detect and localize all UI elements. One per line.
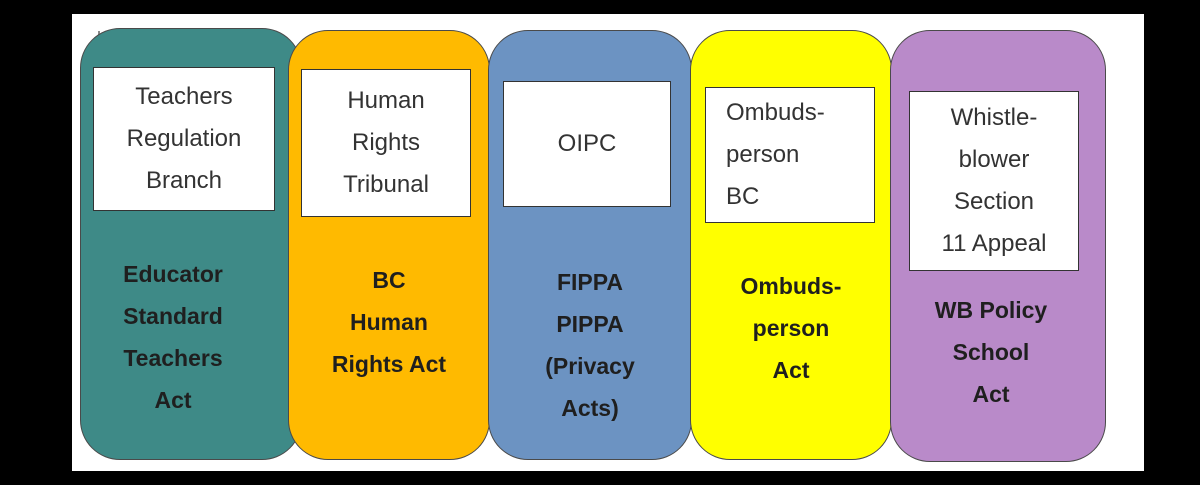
- act-line: Act: [972, 381, 1010, 407]
- card-whistleblower: Whistle- blower Section 11 Appeal WB Pol…: [890, 30, 1106, 462]
- body-line: OIPC: [557, 130, 617, 157]
- act-label: WB Policy School Act: [891, 289, 1091, 415]
- body-line: person: [726, 141, 800, 168]
- body-line: Branch: [145, 167, 223, 194]
- act-label: Educator Standard Teachers Act: [81, 253, 265, 421]
- act-line: Acts): [561, 395, 619, 421]
- body-box: OIPC: [503, 81, 671, 207]
- act-line: Rights Act: [331, 351, 447, 377]
- body-box: Ombuds- person BC: [705, 87, 875, 223]
- card-oipc: OIPC FIPPA PIPPA (Privacy Acts): [488, 30, 692, 460]
- act-line: Educator: [123, 261, 223, 287]
- body-line: Whistle-: [950, 104, 1038, 131]
- act-line: Human: [350, 309, 428, 335]
- body-line: Ombuds-: [726, 99, 825, 126]
- body-line: Human: [347, 87, 425, 114]
- card-ombudsperson: Ombuds- person BC Ombuds- person Act: [690, 30, 892, 460]
- body-line: Tribunal: [343, 171, 429, 198]
- body-line: Teachers: [135, 83, 233, 110]
- act-line: person: [752, 315, 830, 341]
- card-human-rights-tribunal: Human Rights Tribunal BC Human Rights Ac…: [288, 30, 490, 460]
- act-label: Ombuds- person Act: [691, 265, 891, 391]
- body-line: blower: [958, 146, 1030, 173]
- body-box: Teachers Regulation Branch: [93, 67, 275, 211]
- act-line: Ombuds-: [740, 273, 842, 299]
- act-line: Teachers: [123, 345, 223, 371]
- body-line: Rights: [351, 129, 421, 156]
- body-line: BC: [726, 183, 760, 210]
- act-line: WB Policy: [934, 297, 1048, 323]
- body-box: Human Rights Tribunal: [301, 69, 471, 217]
- body-line: Regulation: [126, 125, 242, 152]
- act-line: BC: [372, 267, 406, 293]
- act-line: School: [952, 339, 1030, 365]
- act-line: PIPPA: [556, 311, 624, 337]
- act-label: FIPPA PIPPA (Privacy Acts): [489, 261, 691, 429]
- act-line: Standard: [123, 303, 223, 329]
- act-line: FIPPA: [556, 269, 624, 295]
- act-label: BC Human Rights Act: [289, 259, 489, 385]
- act-line: (Privacy: [545, 353, 635, 379]
- act-line: Act: [154, 387, 192, 413]
- card-teachers-regulation: Teachers Regulation Branch Educator Stan…: [80, 28, 302, 460]
- body-line: Section: [953, 188, 1035, 215]
- body-line: 11 Appeal: [941, 230, 1047, 257]
- body-box: Whistle- blower Section 11 Appeal: [909, 91, 1079, 271]
- act-line: Act: [772, 357, 810, 383]
